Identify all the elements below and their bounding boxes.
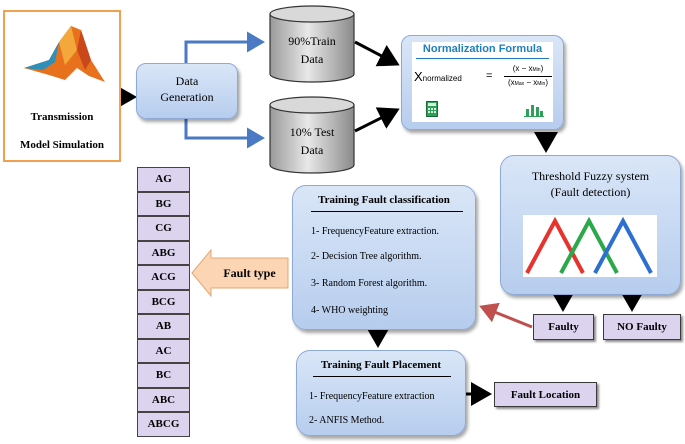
placement-title-underline <box>313 376 451 377</box>
calculator-icon <box>426 101 438 117</box>
classification-item-2: 2- Decision Tree algorithm. <box>311 251 422 262</box>
simulation-label-line1: Transmission <box>30 111 94 123</box>
placement-box: Training Fault Placement 1- FrequencyFea… <box>296 350 466 436</box>
classification-item-3: 3- Random Forest algorithm. <box>311 278 428 289</box>
classification-item-4: 4- WHO weighting <box>311 305 389 316</box>
membership-functions <box>525 216 653 274</box>
fault-type-item: ABC <box>137 387 190 412</box>
fuzzy-title-line2: (Fault detection) <box>550 185 631 199</box>
fault-type-item: BG <box>137 191 190 216</box>
data-generation-line1: Data <box>175 74 199 88</box>
formula-lhs: Xnormalized <box>414 69 462 84</box>
data-generation-box: Data Generation <box>136 63 238 119</box>
fault-type-item: BC <box>137 363 190 388</box>
train-data-cylinder: 90%Train Data <box>268 4 356 84</box>
numerator-sub: Min <box>532 67 541 73</box>
formula-denominator: (xMax − xMin) <box>508 78 548 87</box>
train-data-line2: Data <box>300 52 324 66</box>
classification-title: Training Fault classification <box>318 194 450 206</box>
cylinder-shape <box>269 96 355 174</box>
fuzzy-system-box: Threshold Fuzzy system (Fault detection) <box>500 155 681 295</box>
normalization-title-underline <box>416 58 549 59</box>
test-data-line2: Data <box>300 143 324 157</box>
fault-type-item: CG <box>137 216 190 241</box>
arrow-train-to-norm <box>354 40 400 67</box>
denominator-mid: − x <box>524 78 538 87</box>
simulation-label-line2: Model Simulation <box>19 139 105 151</box>
arrow-test-to-norm <box>354 107 400 133</box>
test-data-line1: 10% Test <box>289 125 335 139</box>
placement-item-2: 2- ANFIS Method. <box>309 415 385 426</box>
normalization-inner: Normalization Formula Xnormalized = (x −… <box>412 42 553 122</box>
fault-type-item: AB <box>137 314 190 339</box>
classification-item-1: 1- FrequencyFeature extraction. <box>311 226 440 237</box>
formula-lhs-x: X <box>414 69 423 84</box>
membership-red <box>525 216 585 274</box>
denominator-sub1: Max <box>514 81 525 87</box>
no-faulty-box: NO Faulty <box>603 314 681 340</box>
placement-item-1: 1- FrequencyFeature extraction <box>309 391 435 402</box>
formula-numerator: (x − xMin) <box>512 64 544 73</box>
matlab-logo-icon <box>24 26 105 82</box>
placement-title: Training Fault Placement <box>320 359 442 371</box>
fault-type-item: ABCG <box>137 412 190 437</box>
cylinder-shape <box>269 5 355 83</box>
simulation-box: Transmission Model Simulation <box>3 10 121 162</box>
formula-lhs-sub: normalized <box>422 74 462 83</box>
arrow-faulty-to-classification <box>479 302 533 329</box>
formula-fraction-bar <box>504 76 552 77</box>
fault-type-list: AG BG CG ABG ACG BCG AB AC BC ABC ABCG <box>137 167 190 437</box>
normalization-title: Normalization Formula <box>422 43 543 55</box>
fault-type-label: Fault type <box>223 265 276 280</box>
numerator-text: (x − x <box>512 64 533 73</box>
normalization-box: Normalization Formula Xnormalized = (x −… <box>401 35 564 130</box>
fault-type-item: AG <box>137 167 190 192</box>
fault-type-item: AC <box>137 338 190 363</box>
bar-chart-icon <box>524 105 544 117</box>
fault-type-item: ACG <box>137 265 190 290</box>
classification-box: Training Fault classification 1- Frequen… <box>292 185 476 330</box>
formula-equals: = <box>486 70 493 82</box>
denominator-sub2: Min <box>537 81 546 87</box>
fault-type-item: ABG <box>137 240 190 265</box>
denominator-text: (x <box>508 78 515 87</box>
train-data-line1: 90%Train <box>288 34 336 48</box>
fault-location-box: Fault Location <box>494 382 597 407</box>
membership-blue <box>593 216 653 274</box>
arrow-datagen-to-test <box>184 118 265 149</box>
data-generation-line2: Generation <box>160 90 214 104</box>
faulty-box: Faulty <box>533 314 594 340</box>
fuzzy-membership-plot <box>523 215 657 277</box>
classification-title-underline <box>311 211 463 212</box>
test-data-cylinder: 10% Test Data <box>268 95 356 175</box>
arrow-datagen-to-train <box>184 31 265 64</box>
fault-type-item: BCG <box>137 289 190 314</box>
fault-type-arrow-shape <box>191 248 289 298</box>
membership-green <box>559 216 619 274</box>
fuzzy-title-line1: Threshold Fuzzy system <box>531 169 650 183</box>
